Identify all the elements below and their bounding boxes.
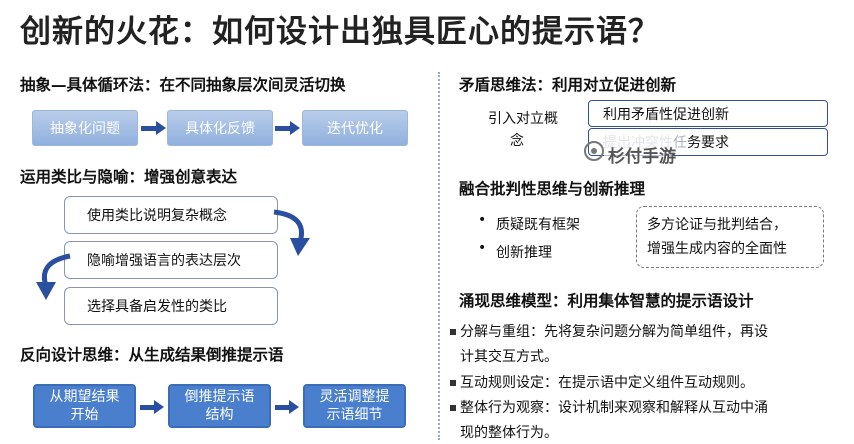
intro-opposites-line1: 引入对立概 bbox=[488, 111, 558, 127]
contradiction-box-1: 利用矛盾性促进创新 bbox=[588, 100, 828, 127]
step-box-iterate: 迭代优化 bbox=[302, 110, 408, 146]
bullet-icon: • bbox=[478, 240, 487, 256]
arrow-right-icon bbox=[141, 121, 166, 135]
reverse-step-3: 灵活调整提示语细节 bbox=[303, 384, 406, 428]
page-title: 创新的火花：如何设计出独具匠心的提示语？ bbox=[20, 14, 660, 50]
watermark-backdrop bbox=[604, 133, 672, 159]
bullet-square-icon bbox=[450, 405, 456, 411]
analogy-box-2: 隐喻增强语言的表达层次 bbox=[64, 241, 278, 279]
bullet-square-icon bbox=[450, 380, 456, 386]
critical-bullet-2: 创新推理 bbox=[496, 245, 552, 261]
curved-arrow-icon bbox=[36, 253, 71, 300]
reverse-step-1-line1: 从期望结果 bbox=[49, 389, 120, 405]
critical-summary-box: 多方论证与批判结合， 增强生成内容的全面性 bbox=[636, 206, 824, 268]
emergent-item-3-line1: 整体行为观察：设计机制来观察和解释从互动中涌 bbox=[460, 400, 768, 416]
arrow-right-icon bbox=[275, 400, 299, 414]
step-box-abstract: 抽象化问题 bbox=[32, 110, 138, 146]
reverse-step-1-line2: 开始 bbox=[70, 407, 99, 423]
critical-summary-line2: 增强生成内容的全面性 bbox=[647, 241, 787, 257]
reverse-step-2-line1: 倒推提示语 bbox=[184, 389, 255, 405]
emergent-item-1-line2: 计其交互方式。 bbox=[460, 349, 558, 365]
contradiction-heading: 矛盾思维法：利用对立促进创新 bbox=[459, 76, 677, 94]
step-box-concrete: 具体化反馈 bbox=[167, 110, 273, 146]
emergent-item-3: 整体行为观察：设计机制来观察和解释从互动中涌 现的整体行为。 bbox=[450, 396, 850, 444]
column-divider bbox=[438, 72, 440, 440]
analogy-box-1: 使用类比说明复杂概念 bbox=[64, 196, 278, 234]
analogy-box-3: 选择具备启发性的类比 bbox=[64, 287, 278, 325]
emergent-item-2-line1: 互动规则设定：在提示语中定义组件互动规则。 bbox=[460, 375, 754, 391]
reverse-step-2: 倒推提示语结构 bbox=[168, 384, 271, 428]
critical-thinking-heading: 融合批判性思维与创新推理 bbox=[459, 180, 646, 198]
critical-summary-line1: 多方论证与批判结合， bbox=[647, 217, 787, 233]
curved-arrow-icon bbox=[273, 209, 310, 256]
watermark-logo-icon bbox=[584, 141, 604, 161]
emergent-item-1-line1: 分解与重组：先将复杂问题分解为简单组件，再设 bbox=[460, 324, 768, 340]
reverse-step-3-line1: 灵活调整提 bbox=[319, 389, 390, 405]
emergent-item-3-line2: 现的整体行为。 bbox=[460, 425, 558, 441]
watermark-text: 杉付手游 bbox=[608, 147, 676, 167]
arrow-right-icon bbox=[140, 400, 164, 414]
bullet-icon: • bbox=[478, 212, 487, 228]
reverse-step-1: 从期望结果开始 bbox=[33, 384, 136, 428]
emergent-heading: 涌现思维模型：利用集体智慧的提示语设计 bbox=[459, 292, 754, 310]
reverse-step-3-line2: 示语细节 bbox=[326, 407, 383, 423]
critical-bullet-1: 质疑既有框架 bbox=[496, 217, 580, 233]
reverse-design-heading: 反向设计思维：从生成结果倒推提示语 bbox=[20, 346, 284, 364]
emergent-item-1: 分解与重组：先将复杂问题分解为简单组件，再设 计其交互方式。 bbox=[450, 320, 850, 370]
analogy-heading: 运用类比与隐喻：增强创意表达 bbox=[20, 168, 238, 186]
abstract-concrete-heading: 抽象—具体循环法：在不同抽象层次间灵活切换 bbox=[20, 76, 346, 94]
reverse-step-2-line2: 结构 bbox=[205, 407, 234, 423]
emergent-item-2: 互动规则设定：在提示语中定义组件互动规则。 bbox=[450, 371, 850, 396]
intro-opposites-line2: 念 bbox=[510, 133, 524, 149]
bullet-square-icon bbox=[450, 329, 456, 335]
arrow-right-icon bbox=[275, 121, 300, 135]
contradiction-box-2-text: 务要求 bbox=[687, 135, 729, 151]
